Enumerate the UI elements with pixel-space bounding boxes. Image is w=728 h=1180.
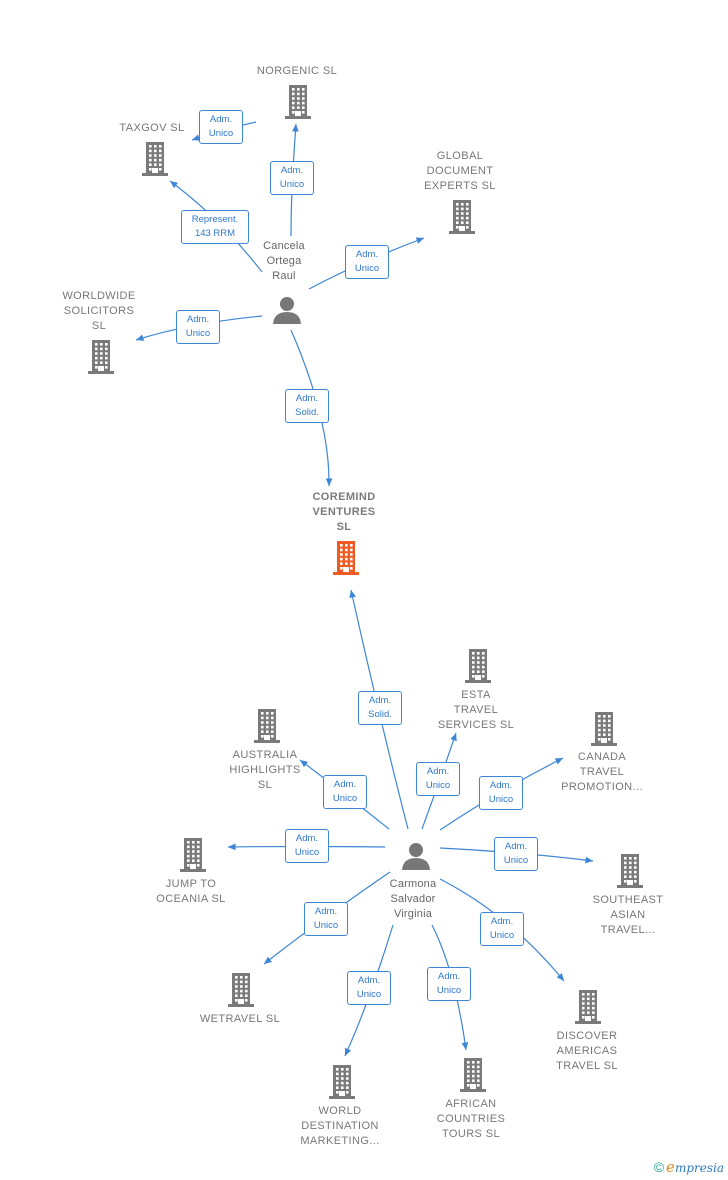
brand-watermark: ©empresia <box>654 1158 724 1176</box>
building-icon-wetravel[interactable] <box>228 973 254 1007</box>
edge-label-carmona-to-jump[interactable]: Adm. Unico <box>285 829 329 863</box>
building-icon-southeast[interactable] <box>617 854 643 888</box>
edge-label-carmona-to-australia[interactable]: Adm. Unico <box>323 775 367 809</box>
building-icon-norgenic[interactable] <box>285 85 311 119</box>
building-icon-canada[interactable] <box>591 712 617 746</box>
edge-label-carmona-to-coremind[interactable]: Adm. Solid. <box>358 691 402 725</box>
edge-label-carmona-to-southeast[interactable]: Adm. Unico <box>494 837 538 871</box>
node-label-wetravel[interactable]: WETRAVEL SL <box>199 1013 281 1025</box>
node-label-taxgov[interactable]: TAXGOV SL <box>119 122 185 134</box>
node-label-australia[interactable]: AUSTRALIA HIGHLIGHTS SL <box>229 749 301 791</box>
node-label-norgenic[interactable]: NORGENIC SL <box>256 65 338 77</box>
building-icon-esta[interactable] <box>465 649 491 683</box>
building-icon-world[interactable] <box>329 1065 355 1099</box>
edge-label-carmona-to-world[interactable]: Adm. Unico <box>347 971 391 1005</box>
node-label-discover[interactable]: DISCOVER AMERICAS TRAVEL SL <box>556 1030 618 1072</box>
brand-name: mpresia <box>674 1161 724 1175</box>
building-icon-discover[interactable] <box>575 990 601 1024</box>
node-label-world[interactable]: WORLD DESTINATION MARKETING... <box>300 1105 380 1147</box>
node-label-cancela[interactable]: Cancela Ortega Raul <box>263 240 305 282</box>
building-icon-taxgov[interactable] <box>142 142 168 176</box>
node-label-carmona[interactable]: Carmona Salvador Virginia <box>389 878 437 920</box>
edge-label-cancela-to-taxgov[interactable]: Represent. 143 RRM <box>181 210 249 244</box>
edge-label-cancela-to-worldwide[interactable]: Adm. Unico <box>176 310 220 344</box>
node-label-coremind[interactable]: COREMIND VENTURES SL <box>312 491 376 533</box>
person-icon-carmona[interactable] <box>402 843 430 870</box>
building-icon-african[interactable] <box>460 1058 486 1092</box>
building-icon-coremind[interactable] <box>333 541 359 575</box>
node-label-jump[interactable]: JUMP TO OCEANIA SL <box>156 878 226 905</box>
edge-label-carmona-to-esta[interactable]: Adm. Unico <box>416 762 460 796</box>
node-label-esta[interactable]: ESTA TRAVEL SERVICES SL <box>437 689 515 731</box>
person-icon-cancela[interactable] <box>273 297 301 324</box>
node-label-southeast[interactable]: SOUTHEAST ASIAN TRAVEL... <box>592 894 664 936</box>
node-label-worldwide[interactable]: WORLDWIDE SOLICITORS SL <box>62 290 136 332</box>
node-label-african[interactable]: AFRICAN COUNTRIES TOURS SL <box>436 1098 506 1140</box>
node-label-canada[interactable]: CANADA TRAVEL PROMOTION... <box>561 751 643 793</box>
building-icon-worldwide[interactable] <box>88 340 114 374</box>
brand-initial: e <box>666 1158 675 1176</box>
edge-label-norgenic-to-taxgov[interactable]: Adm. Unico <box>199 110 243 144</box>
building-icon-australia[interactable] <box>254 709 280 743</box>
edge-label-carmona-to-canada[interactable]: Adm. Unico <box>479 776 523 810</box>
edge-label-cancela-to-coremind[interactable]: Adm. Solid. <box>285 389 329 423</box>
edge-label-carmona-to-wetravel[interactable]: Adm. Unico <box>304 902 348 936</box>
copyright-symbol: © <box>653 1159 665 1175</box>
building-icon-global[interactable] <box>449 200 475 234</box>
building-icon-jump[interactable] <box>180 838 206 872</box>
node-label-global[interactable]: GLOBAL DOCUMENT EXPERTS SL <box>424 150 496 192</box>
edge-label-cancela-to-norgenic[interactable]: Adm. Unico <box>270 161 314 195</box>
edge-label-carmona-to-african[interactable]: Adm. Unico <box>427 967 471 1001</box>
edge-label-carmona-to-discover[interactable]: Adm. Unico <box>480 912 524 946</box>
edge-label-cancela-to-global[interactable]: Adm. Unico <box>345 245 389 279</box>
